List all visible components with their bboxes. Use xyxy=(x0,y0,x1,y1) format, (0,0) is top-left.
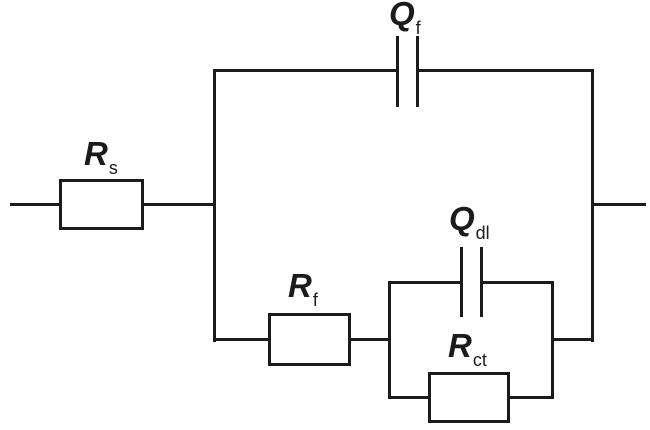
qf-symbol: Q xyxy=(389,0,415,32)
resistor-rct-icon xyxy=(428,372,510,423)
wire-rf-to-block xyxy=(349,338,390,341)
qdl-subscript: dl xyxy=(475,223,490,243)
inner-block-bottom-wire-right xyxy=(508,396,554,399)
rs-symbol: R xyxy=(84,135,108,172)
label-qf: Qf xyxy=(389,0,421,37)
inner-block-bottom-wire-left xyxy=(388,396,430,399)
label-qdl: Qdl xyxy=(449,200,490,242)
qdl-symbol: Q xyxy=(449,200,475,237)
inner-block-top-wire-left xyxy=(388,281,461,284)
rct-symbol: R xyxy=(448,327,472,364)
rct-subscript: ct xyxy=(472,350,487,370)
input-terminal-wire xyxy=(10,203,60,206)
output-terminal-wire xyxy=(591,203,646,206)
inner-block-left-rail xyxy=(388,281,391,399)
label-rs: Rs xyxy=(84,135,118,177)
capacitor-qdl-left-plate-icon xyxy=(460,247,463,317)
label-rct: Rct xyxy=(448,327,487,369)
rf-symbol: R xyxy=(288,267,312,304)
left-node-rail xyxy=(213,69,216,342)
capacitor-qf-left-plate-icon xyxy=(396,36,399,107)
capacitor-qdl-right-plate-icon xyxy=(480,247,483,317)
resistor-rs-icon xyxy=(59,179,144,230)
capacitor-qf-right-plate-icon xyxy=(416,36,419,107)
label-rf: Rf xyxy=(288,267,318,309)
inner-block-top-wire-right xyxy=(483,281,554,284)
resistor-rf-icon xyxy=(268,313,351,366)
wire-rs-to-node xyxy=(143,203,216,206)
qf-subscript: f xyxy=(415,18,421,38)
wire-block-to-right-node xyxy=(551,338,594,341)
wire-bottom-branch xyxy=(213,338,270,341)
wire-top-branch-left xyxy=(213,69,397,72)
wire-top-branch-right xyxy=(419,69,594,72)
rf-subscript: f xyxy=(312,290,318,310)
rs-subscript: s xyxy=(108,158,118,178)
